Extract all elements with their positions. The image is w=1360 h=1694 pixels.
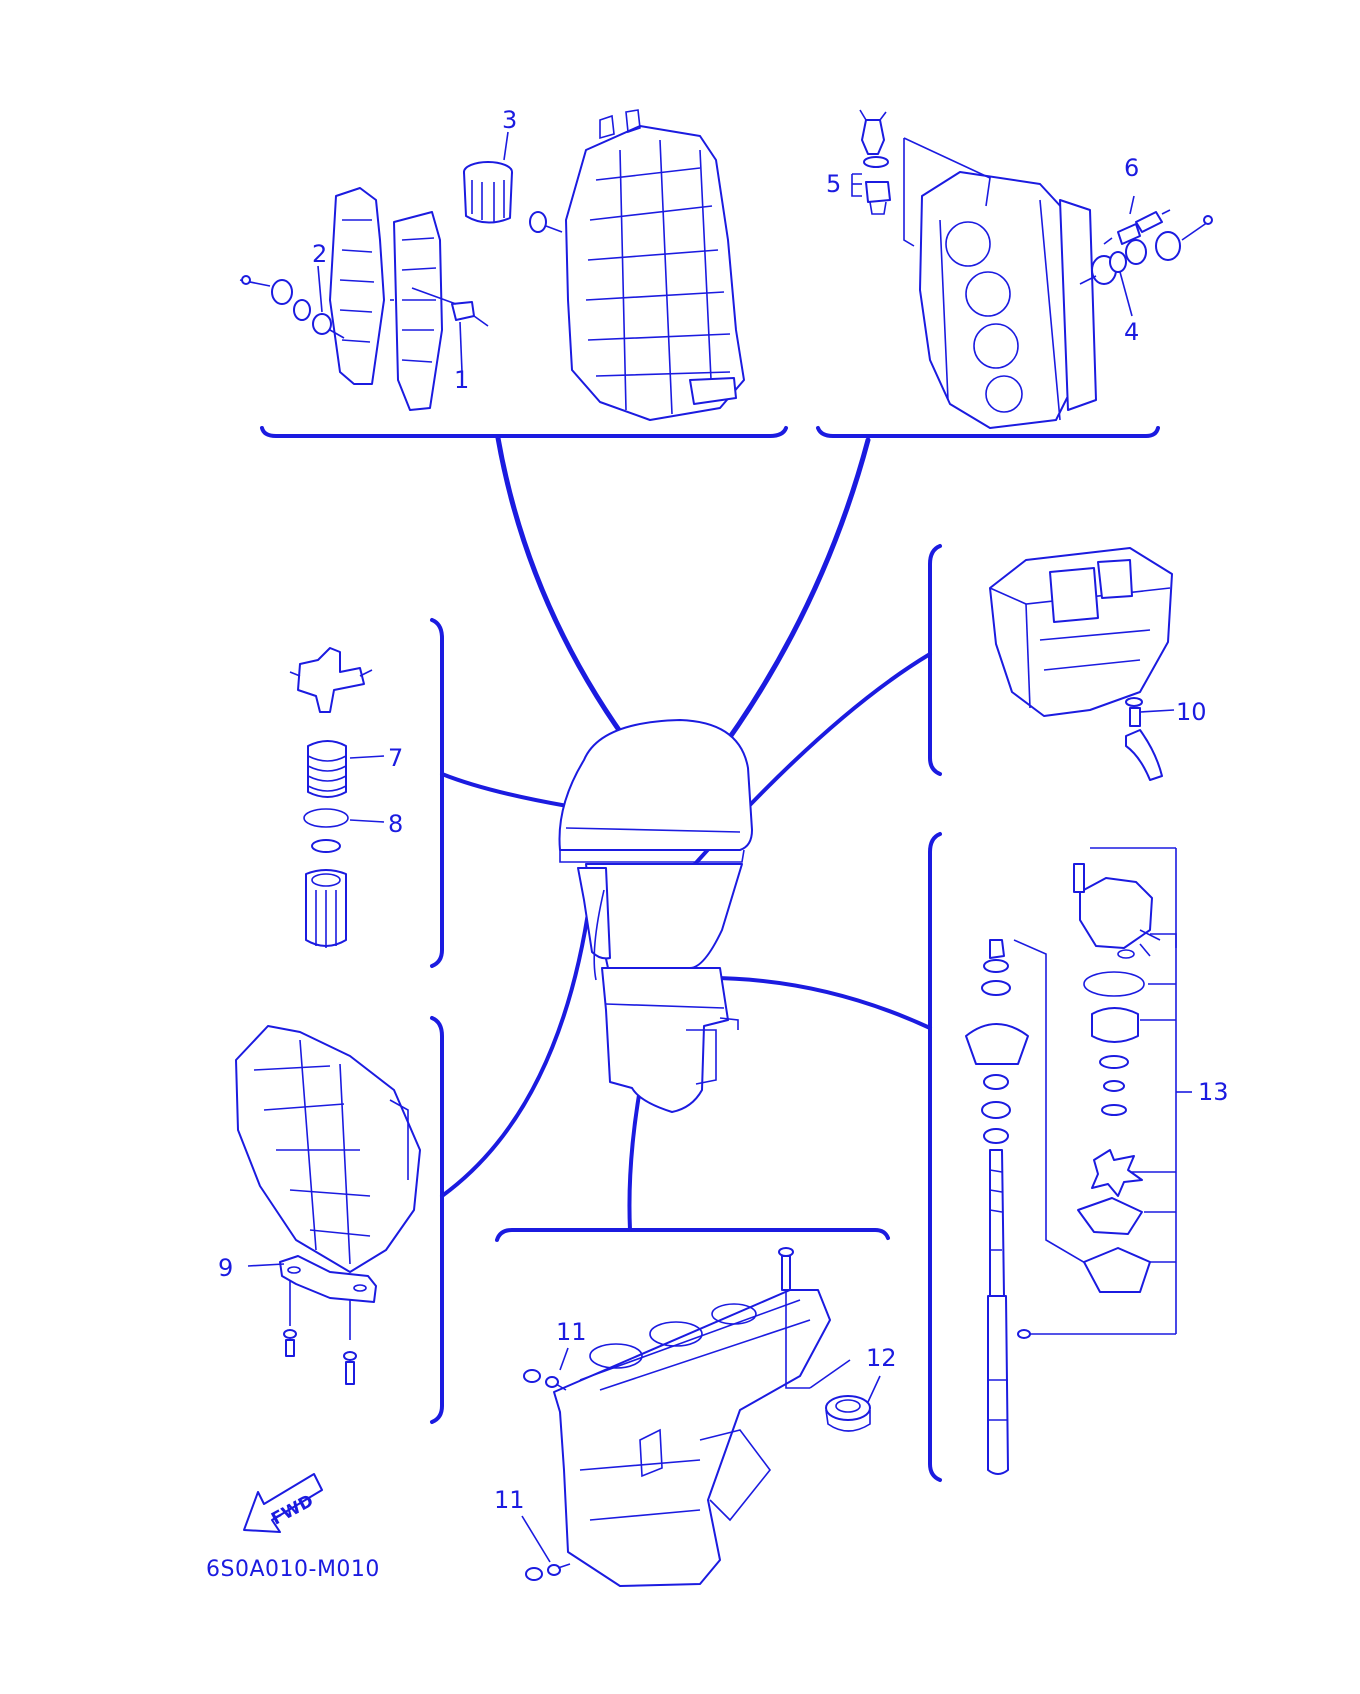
anode-part-4 (1079, 251, 1127, 285)
anode-part-2 (312, 313, 332, 335)
callout-12: 12 (866, 1344, 897, 1372)
cylinder-head (903, 137, 1097, 429)
callout-10: 10 (1176, 698, 1207, 726)
callout-2: 2 (312, 240, 327, 268)
driveshaft-assembly (965, 939, 1105, 1475)
callout-9: 9 (218, 1254, 233, 1282)
thermostat-part-5 (851, 109, 891, 215)
callout-8: 8 (388, 810, 403, 838)
oil-filter-part-3 (463, 161, 563, 233)
water-pump-kit-part-13 (1030, 847, 1177, 1335)
fwd-arrow: FWD (243, 1473, 323, 1533)
spark-plug-part-6 (1103, 209, 1213, 265)
callout-7: 7 (388, 744, 403, 772)
callout-11-lower: 11 (494, 1486, 525, 1514)
callout-3: 3 (502, 106, 517, 134)
exhaust-cover-assembly (239, 187, 489, 411)
callout-4: 4 (1124, 318, 1139, 346)
callout-1: 1 (454, 366, 469, 394)
pump-housing (1079, 877, 1153, 949)
callout-13: 13 (1198, 1078, 1229, 1106)
o-ring-part-8 (303, 808, 349, 828)
callout-6: 6 (1124, 154, 1139, 182)
callout-leaders (247, 131, 1192, 1563)
anode-plate-part-9 (279, 1255, 377, 1303)
filter-element-part-7 (307, 740, 347, 798)
fuel-filter-assembly (289, 647, 373, 948)
drawing-code: 6S0A010-M010 (206, 1557, 380, 1582)
callout-labels: 1 2 3 4 5 6 7 8 9 10 11 11 12 13 (218, 106, 1229, 1514)
cylinder-block (565, 109, 745, 421)
callout-5: 5 (826, 170, 841, 198)
impeller (1091, 1149, 1143, 1197)
swivel-bracket-assembly (235, 1025, 421, 1385)
washer (271, 279, 293, 305)
outboard-motor-outline (558, 719, 753, 1113)
oil-pan-assembly (989, 547, 1173, 781)
lower-case-assembly (523, 1247, 871, 1587)
bracket-lines (260, 426, 1160, 1482)
callout-11-upper: 11 (556, 1318, 587, 1346)
clip-part-1 (451, 301, 475, 321)
